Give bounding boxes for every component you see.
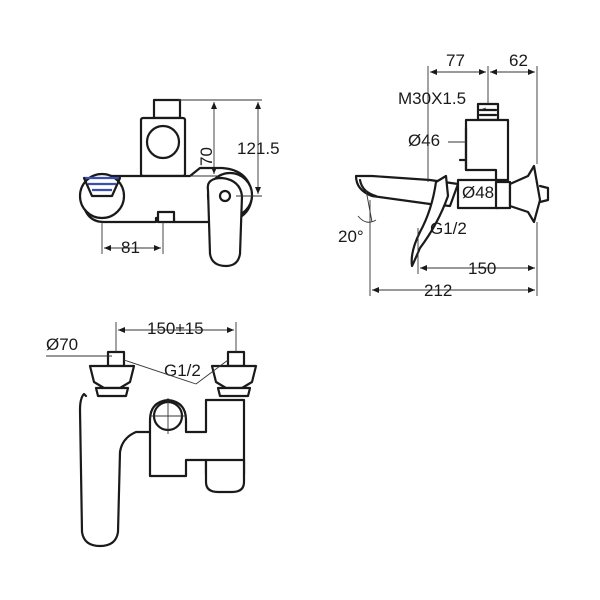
front-outlet: [82, 176, 122, 198]
top-left-eccentric: [88, 364, 136, 390]
dim-212: 212: [424, 281, 452, 300]
label-dia-48: Ø48: [462, 183, 494, 202]
label-thread: M30X1.5: [398, 89, 466, 108]
top-spout-tip: [204, 458, 246, 494]
front-aerator-icon: [84, 176, 120, 192]
top-right-eccentric: [210, 364, 258, 390]
side-view: 77 62 M30X1.5 Ø46 Ø48 20° G1/2 150 212: [338, 51, 550, 300]
side-body: [456, 178, 500, 210]
top-left-eccentric-stub: [106, 350, 126, 368]
front-nut: [156, 210, 176, 224]
label-angle-20: 20°: [338, 227, 364, 246]
dim-70: 70: [197, 147, 216, 166]
side-diverter-column: [464, 118, 510, 182]
side-top-thread: [476, 102, 500, 122]
dim-81: 81: [121, 238, 140, 257]
front-lever-handle: [206, 176, 244, 268]
label-g12-side: G1/2: [430, 219, 467, 238]
top-right-eccentric-stub: [226, 350, 246, 368]
side-lever-handle: [410, 174, 450, 268]
dim-spacing: 150±15: [147, 319, 204, 338]
label-dia-46: Ø46: [408, 131, 440, 150]
dim-121-5: 121.5: [237, 139, 280, 158]
top-main-body: [78, 392, 246, 548]
dim-77: 77: [446, 51, 465, 70]
front-logo-icon: [218, 189, 232, 203]
top-view: 150±15 Ø70 G1/2: [46, 319, 258, 548]
front-diverter-knob: [145, 124, 181, 160]
front-view: 81 70 121.5: [78, 98, 280, 268]
dim-62: 62: [509, 51, 528, 70]
dim-150: 150: [468, 259, 496, 278]
label-g12-bottom: G1/2: [164, 361, 201, 380]
label-dia-70: Ø70: [46, 335, 78, 354]
front-top-connector: [152, 98, 182, 120]
side-nut: [494, 180, 512, 210]
side-wall-flange: [508, 164, 542, 224]
